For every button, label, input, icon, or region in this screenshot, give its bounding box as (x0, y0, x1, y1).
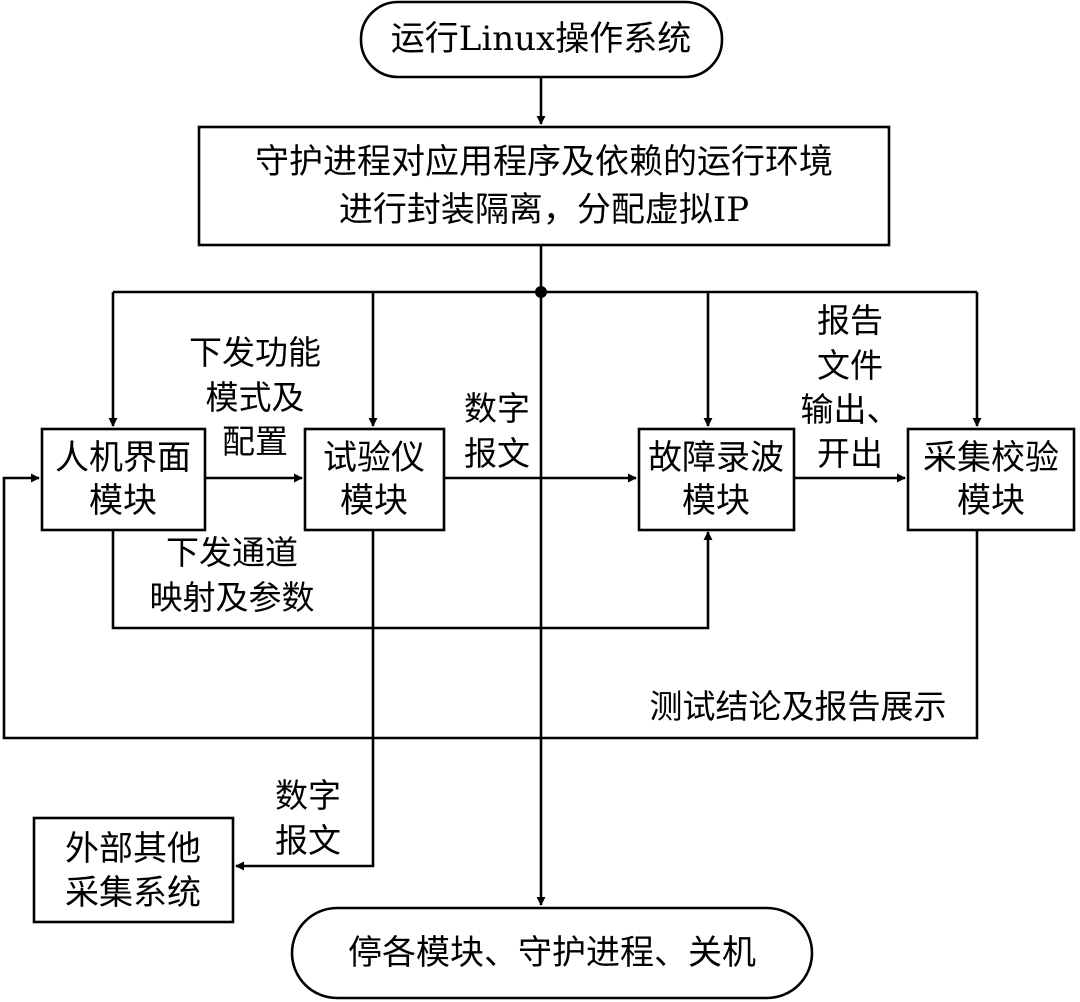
tester-module-node: 试验仪 模块 (303, 427, 446, 532)
edge-label-tester-to-external-line-1: 数字 (275, 776, 341, 815)
recorder-module-node: 故障录波 模块 (637, 427, 796, 532)
hmi-module-line-2: 模块 (89, 481, 157, 521)
recorder-module-line-1: 故障录波 (648, 438, 784, 478)
arrow-checker-to-hmi (2, 473, 979, 740)
external-system-line-1: 外部其他 (65, 829, 201, 869)
edge-label-tester-to-recorder: 数字 报文 (464, 389, 530, 473)
edge-label-tester-to-recorder-line-2: 报文 (464, 434, 530, 473)
start-node: 运行Linux操作系统 (359, 0, 724, 79)
external-system-node: 外部其他 采集系统 (32, 816, 235, 924)
daemon-node: 守护进程对应用程序及依赖的运行环境 进行封装隔离，分配虚拟IP (197, 125, 891, 247)
checker-module-line-2: 模块 (957, 481, 1025, 521)
edge-label-tester-to-recorder-line-1: 数字 (464, 389, 530, 428)
external-system-line-2: 采集系统 (65, 873, 201, 913)
edge-label-hmi-to-tester: 下发功能 模式及 配置 (189, 333, 321, 461)
edge-label-hmi-to-tester-line-1: 下发功能 (189, 333, 321, 372)
daemon-node-line-1: 守护进程对应用程序及依赖的运行环境 (255, 142, 833, 182)
checker-module-node: 采集校验 模块 (906, 427, 1076, 532)
end-node: 停各模块、守护进程、关机 (290, 906, 814, 1000)
edge-label-recorder-to-checker-line-1: 报告 (817, 301, 883, 340)
connectors (2, 77, 982, 906)
arrow-hmi-to-recorder (111, 530, 713, 630)
edge-label-recorder-to-checker-line-3: 输出、 (801, 390, 900, 429)
start-node-label: 运行Linux操作系统 (391, 19, 691, 59)
arrow-tester-to-external (235, 530, 375, 871)
edge-label-recorder-to-checker-line-4: 开出 (817, 434, 883, 473)
edge-label-tester-to-external-line-2: 报文 (275, 821, 341, 860)
edge-label-hmi-to-tester-line-3: 配置 (222, 422, 288, 461)
edge-label-hmi-to-recorder-line-2: 映射及参数 (150, 578, 315, 617)
daemon-node-line-2: 进行封装隔离，分配虚拟IP (339, 190, 749, 230)
tester-module-line-1: 试验仪 (323, 438, 425, 478)
checker-module-line-1: 采集校验 (923, 438, 1059, 478)
edge-label-hmi-to-recorder: 下发通道 映射及参数 (150, 533, 315, 617)
edge-label-hmi-to-recorder-line-1: 下发通道 (166, 533, 298, 572)
hmi-module-node: 人机界面 模块 (40, 427, 207, 532)
tester-module-line-2: 模块 (340, 481, 408, 521)
edge-label-tester-to-external: 数字 报文 (275, 776, 341, 860)
edge-label-recorder-to-checker-line-2: 文件 (817, 346, 883, 385)
recorder-module-line-2: 模块 (682, 481, 750, 521)
end-node-label: 停各模块、守护进程、关机 (348, 933, 756, 973)
edge-label-hmi-to-tester-line-2: 模式及 (206, 378, 305, 417)
hmi-module-line-1: 人机界面 (55, 438, 191, 478)
edge-label-checker-to-hmi: 测试结论及报告展示 (650, 687, 947, 726)
edge-label-checker-to-hmi-line-1: 测试结论及报告展示 (650, 687, 947, 726)
edge-label-recorder-to-checker: 报告 文件 输出、 开出 (801, 301, 900, 473)
